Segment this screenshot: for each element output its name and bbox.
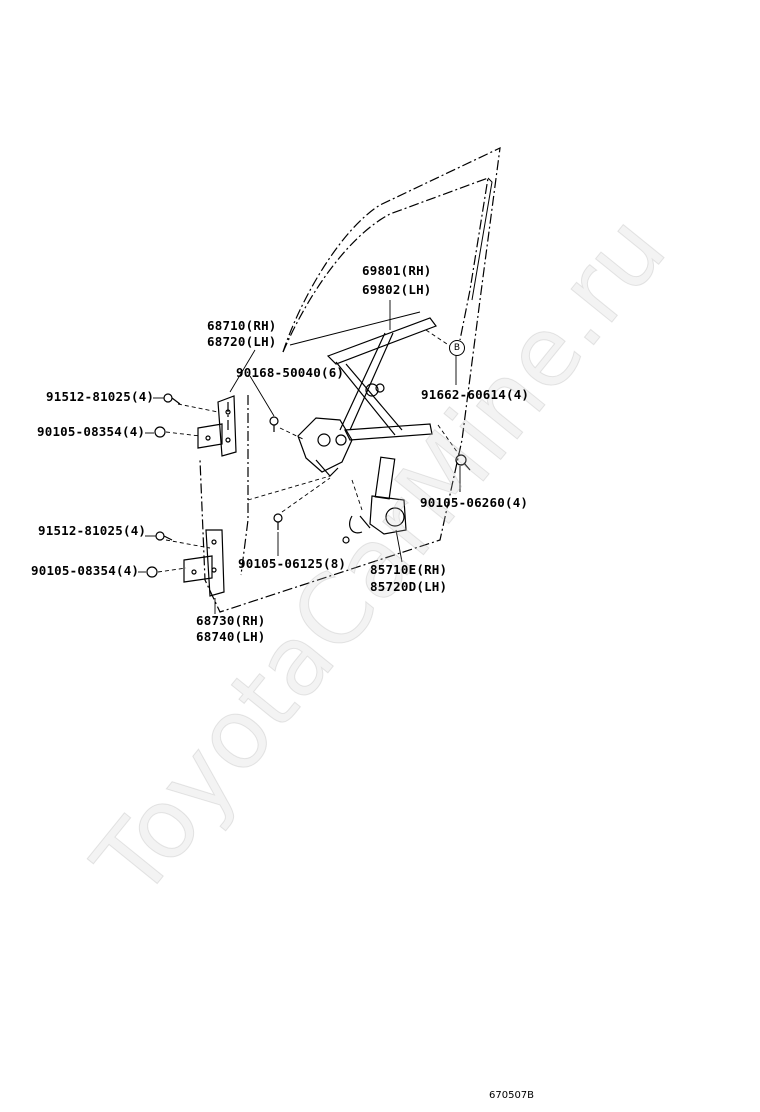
window-inner bbox=[289, 177, 493, 346]
label-85720d-lh: 85720D(LH) bbox=[370, 579, 448, 594]
door-outline bbox=[199, 146, 501, 613]
leader-85710 bbox=[395, 529, 403, 563]
label-68730-rh: 68730(RH) bbox=[196, 613, 266, 628]
regulator-motor bbox=[342, 456, 407, 544]
regulator-assembly bbox=[297, 317, 437, 477]
label-91512-81025-upper: 91512-81025(4) bbox=[46, 389, 155, 404]
upper-hinge bbox=[197, 395, 237, 457]
label-68740-lh: 68740(LH) bbox=[196, 629, 266, 644]
label-90105-06260: 90105-06260(4) bbox=[420, 495, 529, 510]
label-91662-60614: 91662-60614(4) bbox=[421, 387, 530, 402]
label-90168-50040: 90168-50040(6) bbox=[236, 365, 345, 380]
figure-id: 670507B bbox=[489, 1090, 535, 1101]
callout-b-marker: B bbox=[449, 340, 465, 356]
leader-68710 bbox=[229, 349, 256, 393]
label-69801-rh: 69801(RH) bbox=[362, 263, 432, 278]
label-91512-81025-lower: 91512-81025(4) bbox=[38, 523, 147, 538]
lower-hinge bbox=[183, 529, 225, 597]
fasteners bbox=[146, 393, 471, 578]
label-68720-lh: 68720(LH) bbox=[207, 334, 277, 349]
inner-panel bbox=[240, 395, 249, 576]
label-69802-lh: 69802(LH) bbox=[362, 282, 432, 297]
leader-90168 bbox=[249, 375, 275, 417]
label-90105-06125: 90105-06125(8) bbox=[238, 556, 347, 571]
label-85710e-rh: 85710E(RH) bbox=[370, 562, 448, 577]
window-frame bbox=[282, 177, 489, 353]
label-90105-08354-upper: 90105-08354(4) bbox=[37, 424, 146, 439]
label-68710-rh: 68710(RH) bbox=[207, 318, 277, 333]
label-90105-08354-lower: 90105-08354(4) bbox=[31, 563, 140, 578]
